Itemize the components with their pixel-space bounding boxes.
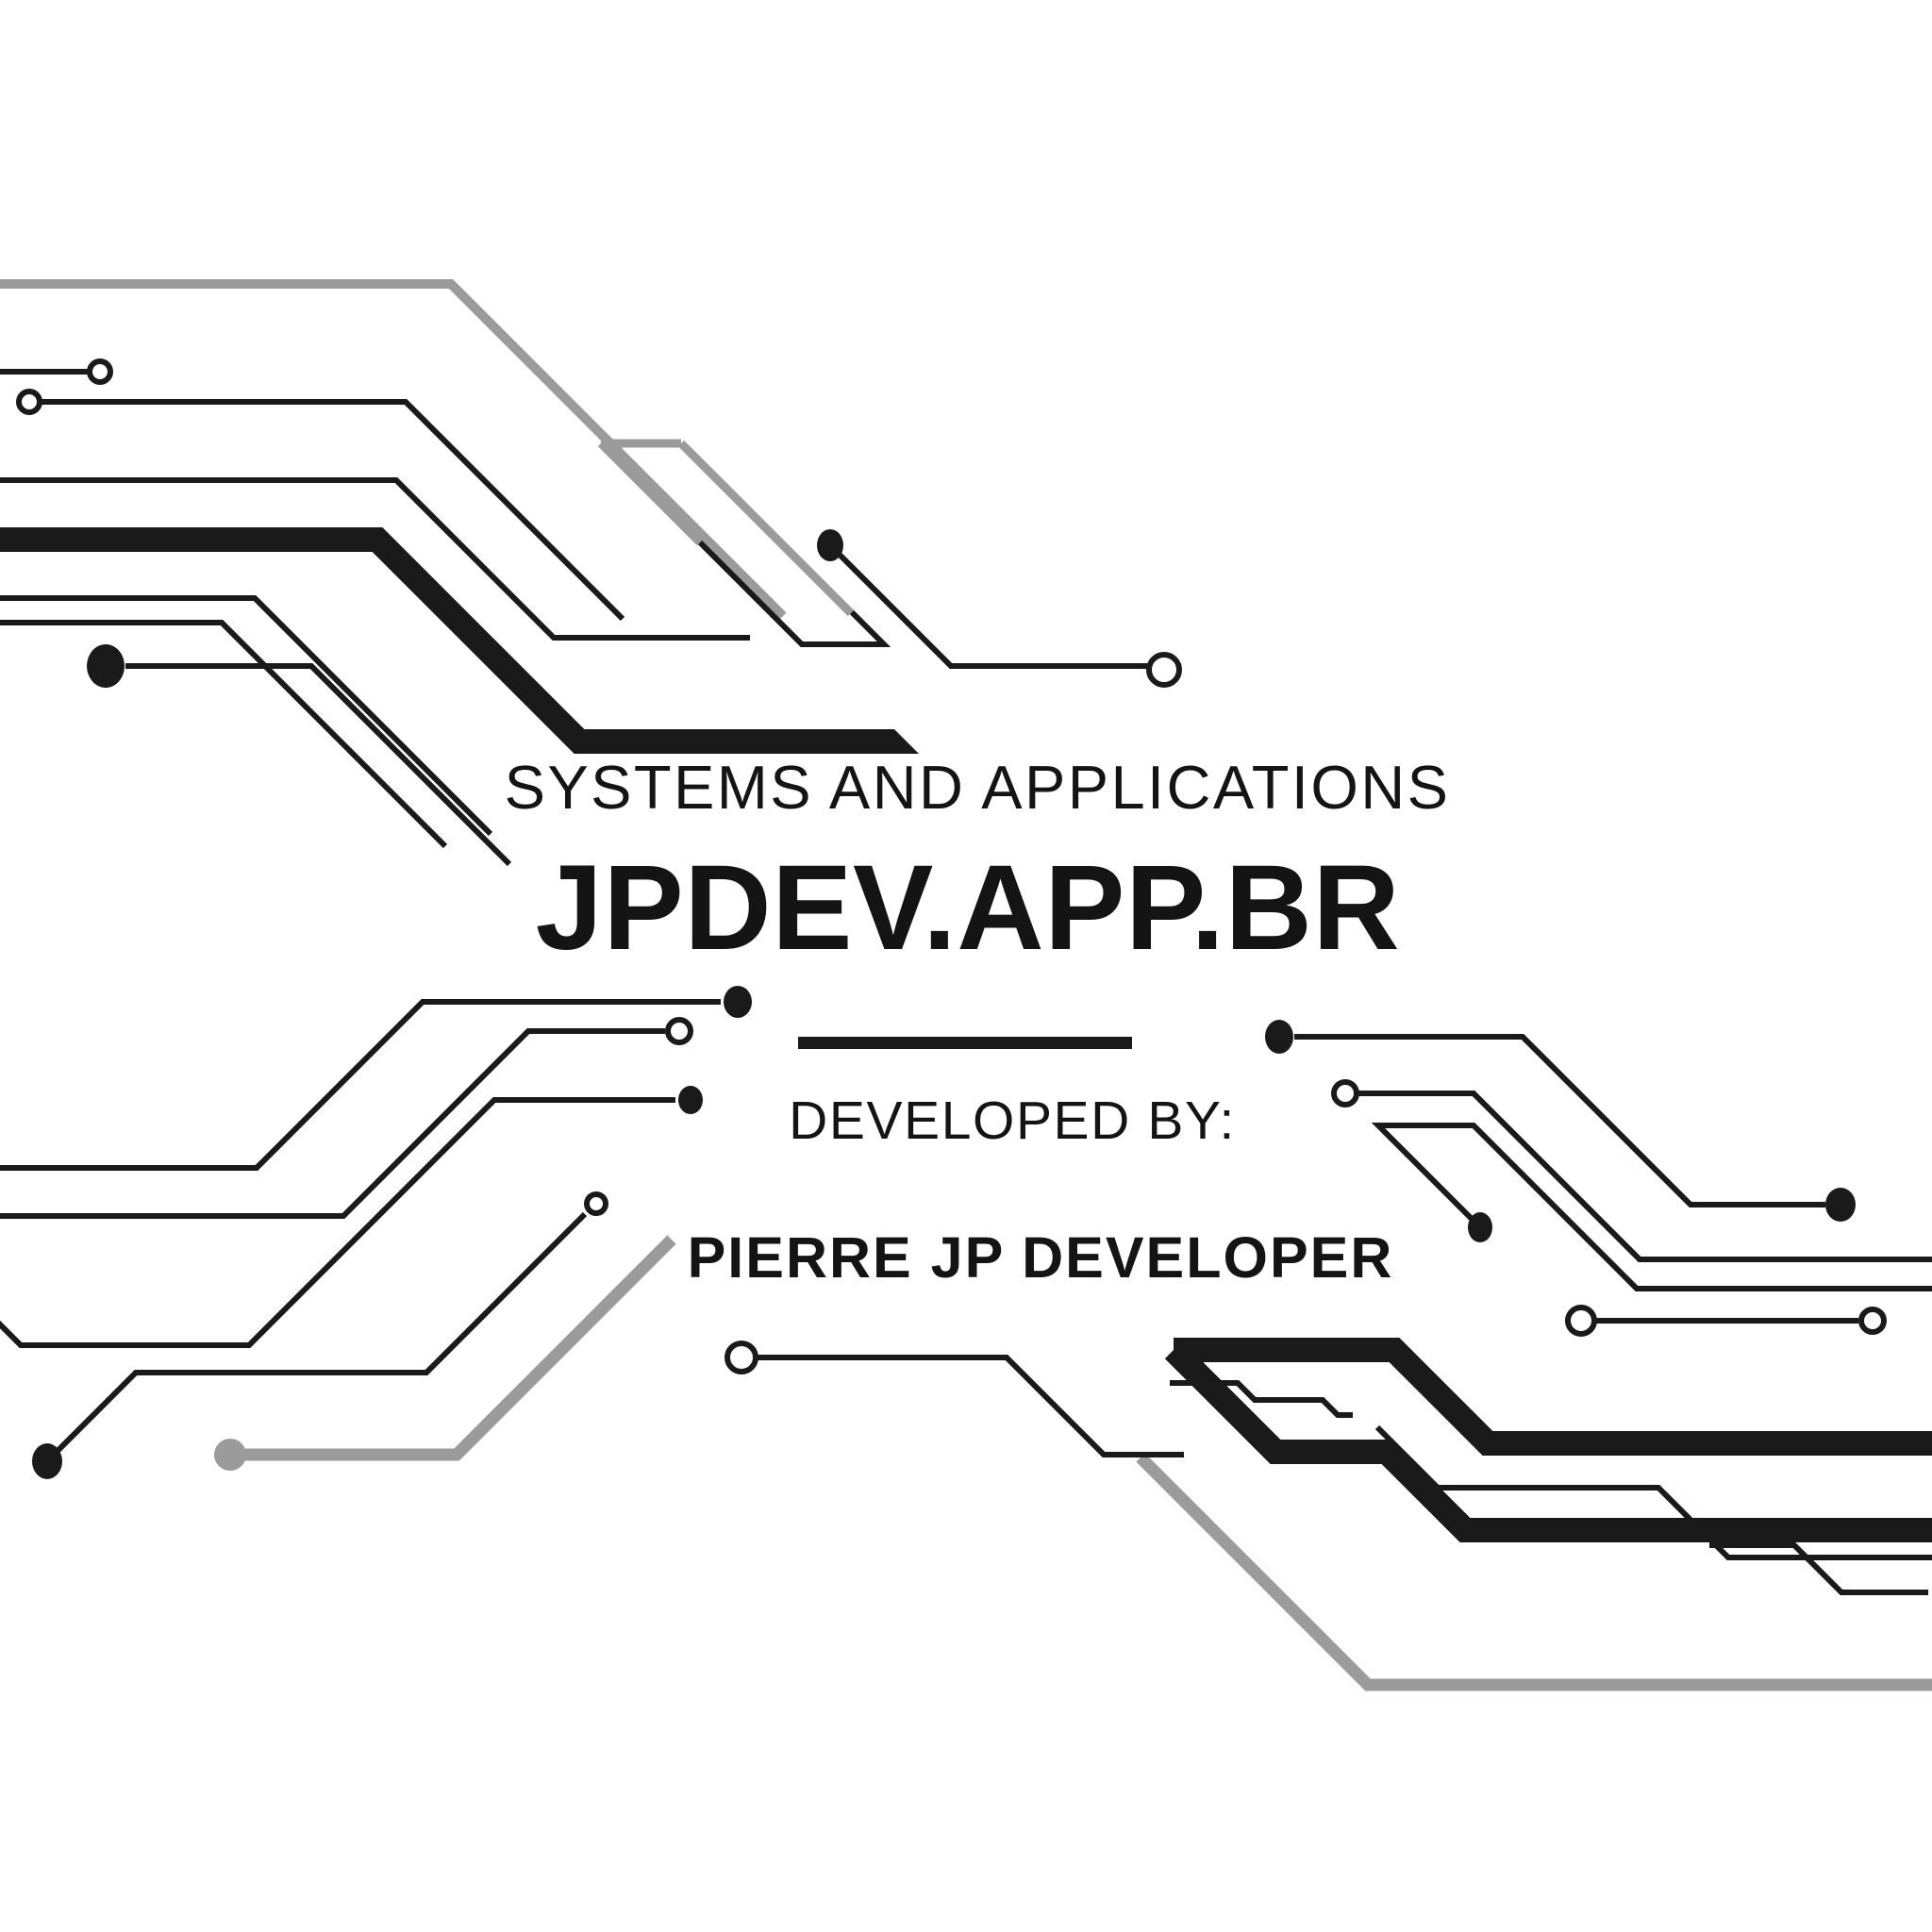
- via-dot-icon: [1265, 1020, 1293, 1054]
- trace-tl-pad-b: [40, 399, 625, 622]
- pad-rings: [16, 358, 1887, 1374]
- tagline-text: SYSTEMS AND APPLICATIONS: [504, 753, 1451, 822]
- pad-ring-icon: [1146, 652, 1182, 688]
- bus-top-left: [0, 527, 894, 754]
- gray-cap-dot: [214, 1439, 246, 1471]
- via-dot-icon: [817, 529, 843, 561]
- trace-mr-2: [1357, 1091, 1932, 1262]
- trace-tl-parallelogram-bottom: [697, 540, 891, 647]
- trace-br-pad-line: [758, 1355, 1184, 1457]
- pad-ring-icon: [665, 1017, 693, 1045]
- via-dot-icon: [724, 986, 752, 1018]
- trace-ml-3: [0, 1097, 675, 1348]
- pad-ring-icon: [1858, 1307, 1887, 1335]
- via-dot-icon: [87, 644, 125, 688]
- trace-gray-parallelogram-top: [597, 439, 855, 617]
- pad-ring-icon: [1565, 1305, 1597, 1337]
- bus-bottom-right-upper: [1174, 1338, 1932, 1456]
- via-dot-icon: [32, 1443, 62, 1479]
- trace-tl-step: [0, 477, 750, 641]
- trace-ml-2: [0, 1028, 665, 1219]
- via-dots: [32, 529, 1856, 1479]
- trace-mr-1: [1294, 1034, 1825, 1208]
- site-title: JPDEV.APP.BR: [535, 841, 1401, 975]
- developed-by-label: DEVELOPED BY:: [789, 1091, 1236, 1151]
- via-dot-icon: [678, 1086, 703, 1114]
- trace-tl-diag-1: [0, 595, 493, 837]
- trace-br-staircase: [1170, 1380, 1353, 1418]
- trace-tr-via-to-pad: [827, 542, 1147, 669]
- trace-tl-diag-2: [0, 620, 448, 849]
- developer-name: PIERRE JP DEVELOPER: [687, 1225, 1394, 1290]
- via-dot-icon: [1468, 1212, 1492, 1242]
- trace-tl-via-line: [125, 663, 512, 867]
- via-dot-icon: [1825, 1188, 1856, 1222]
- thin-traces: [0, 369, 1932, 1595]
- bus-bottom-right-lower: [1164, 1341, 1932, 1542]
- trace-mr-3: [1371, 1123, 1932, 1291]
- trace-br-thin-2: [1709, 1542, 1928, 1595]
- pad-ring-icon: [87, 358, 113, 385]
- thick-bus-traces: [0, 527, 1932, 1542]
- trace-ml-1: [0, 999, 721, 1171]
- gray-traces: [0, 279, 1932, 1691]
- pad-ring-icon: [16, 389, 42, 415]
- divider-rule: [798, 1037, 1132, 1049]
- bus-top-left-slant-tip: [894, 729, 919, 754]
- pad-ring-icon: [724, 1341, 758, 1374]
- trace-br-thin-1: [1374, 1424, 1932, 1560]
- trace-gray-top-left-elbow: [0, 279, 787, 620]
- trace-ml-4: [44, 1211, 588, 1464]
- trace-gray-bottom-right: [1136, 1453, 1932, 1691]
- trace-gray-mid-left: [230, 1235, 676, 1461]
- pad-ring-icon: [584, 1191, 608, 1216]
- pad-ring-icon: [1331, 1079, 1359, 1108]
